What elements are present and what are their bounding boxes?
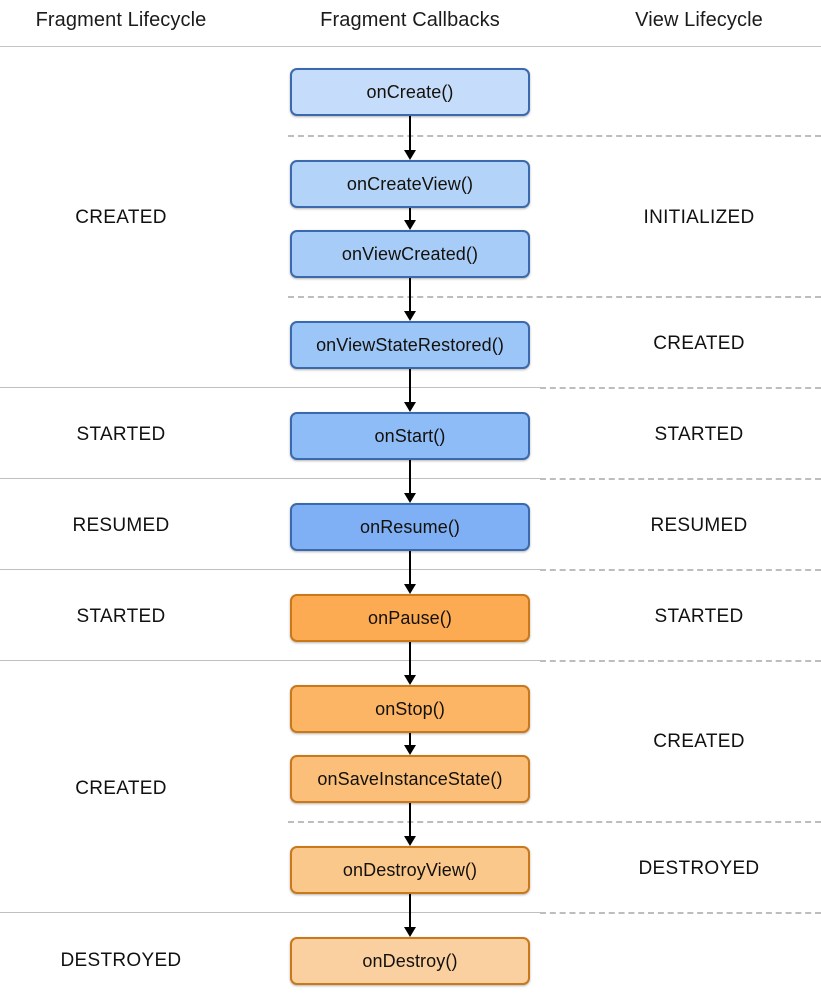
callback-box-onviewcreated[interactable]: onViewCreated() (290, 230, 530, 278)
fragment-state-destroyed: DESTROYED (60, 950, 182, 971)
view-state-destroyed: DESTROYED (638, 858, 760, 879)
callback-box-ondestroyview[interactable]: onDestroyView() (290, 846, 530, 894)
separator-dashed-segment (288, 135, 821, 137)
separator-solid-segment (0, 478, 540, 479)
callback-box-oncreateview[interactable]: onCreateView() (290, 160, 530, 208)
separator-dashed-segment (288, 821, 821, 823)
fragment-state-started: STARTED (76, 424, 166, 445)
callback-box-onpause[interactable]: onPause() (290, 594, 530, 642)
separator-dashed-segment (540, 912, 821, 914)
separator-dashed-segment (540, 387, 821, 389)
fragment-state-started: STARTED (76, 606, 166, 627)
fragment-state-resumed: RESUMED (72, 515, 170, 536)
view-state-initialized: INITIALIZED (643, 207, 755, 228)
callback-box-onstart[interactable]: onStart() (290, 412, 530, 460)
fragment-state-created: CREATED (75, 778, 167, 799)
column-header-fragment-lifecycle: Fragment Lifecycle (35, 9, 207, 31)
column-header-view-lifecycle: View Lifecycle (635, 9, 763, 31)
separator-dashed-segment (540, 569, 821, 571)
separator-solid-segment (0, 387, 540, 388)
callback-box-ondestroy[interactable]: onDestroy() (290, 937, 530, 985)
view-state-started: STARTED (654, 424, 744, 445)
flow-arrow (404, 551, 416, 594)
flow-arrow (404, 116, 416, 160)
view-state-started: STARTED (654, 606, 744, 627)
flow-arrow (404, 733, 416, 755)
flow-arrow (404, 369, 416, 412)
view-state-created: CREATED (653, 333, 745, 354)
separator-dashed-segment (288, 296, 821, 298)
flow-arrow (404, 803, 416, 846)
callback-box-onstop[interactable]: onStop() (290, 685, 530, 733)
separator-solid-segment (0, 912, 540, 913)
flow-arrow (404, 460, 416, 503)
callback-box-oncreate[interactable]: onCreate() (290, 68, 530, 116)
fragment-state-created: CREATED (75, 207, 167, 228)
column-header-fragment-callbacks: Fragment Callbacks (320, 9, 500, 31)
callback-box-onsaveinstancestate[interactable]: onSaveInstanceState() (290, 755, 530, 803)
view-state-resumed: RESUMED (650, 515, 748, 536)
callback-box-onviewstaterestored[interactable]: onViewStateRestored() (290, 321, 530, 369)
flow-arrow (404, 642, 416, 685)
flow-arrow (404, 208, 416, 230)
header-divider (0, 46, 821, 47)
callback-box-onresume[interactable]: onResume() (290, 503, 530, 551)
separator-dashed-segment (540, 660, 821, 662)
view-state-created: CREATED (653, 731, 745, 752)
separator-solid-segment (0, 569, 540, 570)
separator-dashed-segment (540, 478, 821, 480)
flow-arrow (404, 278, 416, 321)
separator-solid-segment (0, 660, 540, 661)
flow-arrow (404, 894, 416, 937)
